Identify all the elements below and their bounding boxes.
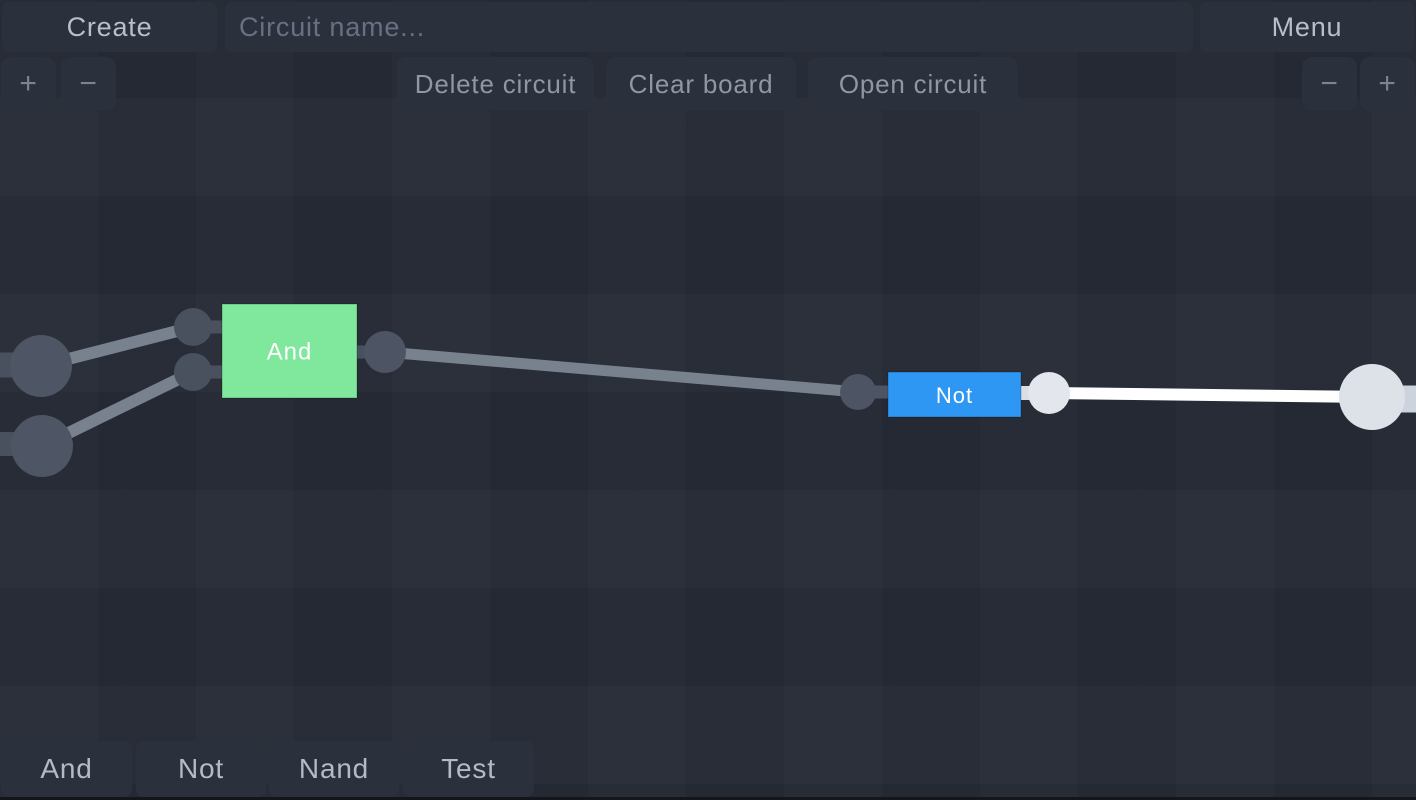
input-node-1[interactable] — [10, 335, 72, 397]
open-circuit-button[interactable]: Open circuit — [808, 57, 1018, 111]
palette-item-test[interactable]: Test — [403, 741, 534, 797]
clear-board-button[interactable]: Clear board — [606, 57, 796, 111]
palette-item-nand[interactable]: Nand — [269, 741, 399, 797]
gate-and[interactable] — [221, 303, 358, 399]
palette-item-not[interactable]: Not — [136, 741, 266, 797]
gate-not[interactable] — [887, 371, 1022, 418]
not-output-pin[interactable] — [1028, 372, 1070, 414]
plus-icon: + — [1378, 67, 1397, 100]
and-input-pin-2[interactable] — [174, 353, 212, 391]
wire-not-to-output[interactable] — [1048, 387, 1373, 403]
delete-circuit-button[interactable]: Delete circuit — [397, 57, 594, 111]
menu-button-label: Menu — [1271, 11, 1343, 42]
and-input-pin-1[interactable] — [174, 308, 212, 346]
zoom-in-right-button[interactable]: + — [1360, 57, 1415, 111]
clear-board-label: Clear board — [628, 68, 774, 99]
delete-circuit-label: Delete circuit — [414, 68, 577, 99]
palette-nand-label: Nand — [298, 753, 370, 784]
plus-icon: + — [19, 67, 38, 100]
palette-test-label: Test — [441, 753, 496, 784]
wire-and-to-not[interactable] — [384, 346, 859, 398]
bottom-edge — [0, 797, 1416, 800]
and-output-pin[interactable] — [364, 331, 406, 373]
output-node[interactable] — [1339, 364, 1405, 430]
not-input-pin[interactable] — [840, 374, 876, 410]
circuit-name-input[interactable] — [225, 2, 1193, 52]
menu-button[interactable]: Menu — [1200, 2, 1414, 52]
input-node-2[interactable] — [11, 415, 73, 477]
create-button[interactable]: Create — [2, 2, 217, 52]
palette-not-label: Not — [178, 753, 224, 784]
gate-label-and: And — [267, 339, 313, 366]
minus-icon: − — [1320, 67, 1339, 100]
gate-label-not: Not — [936, 383, 973, 408]
zoom-in-left-button[interactable]: + — [1, 57, 56, 111]
open-circuit-label: Open circuit — [838, 68, 988, 99]
minus-icon: − — [79, 67, 98, 100]
palette-and-label: And — [40, 753, 93, 784]
zoom-out-left-button[interactable]: − — [61, 57, 116, 111]
zoom-out-right-button[interactable]: − — [1302, 57, 1357, 111]
create-button-label: Create — [66, 11, 153, 42]
palette-item-and[interactable]: And — [1, 741, 132, 797]
